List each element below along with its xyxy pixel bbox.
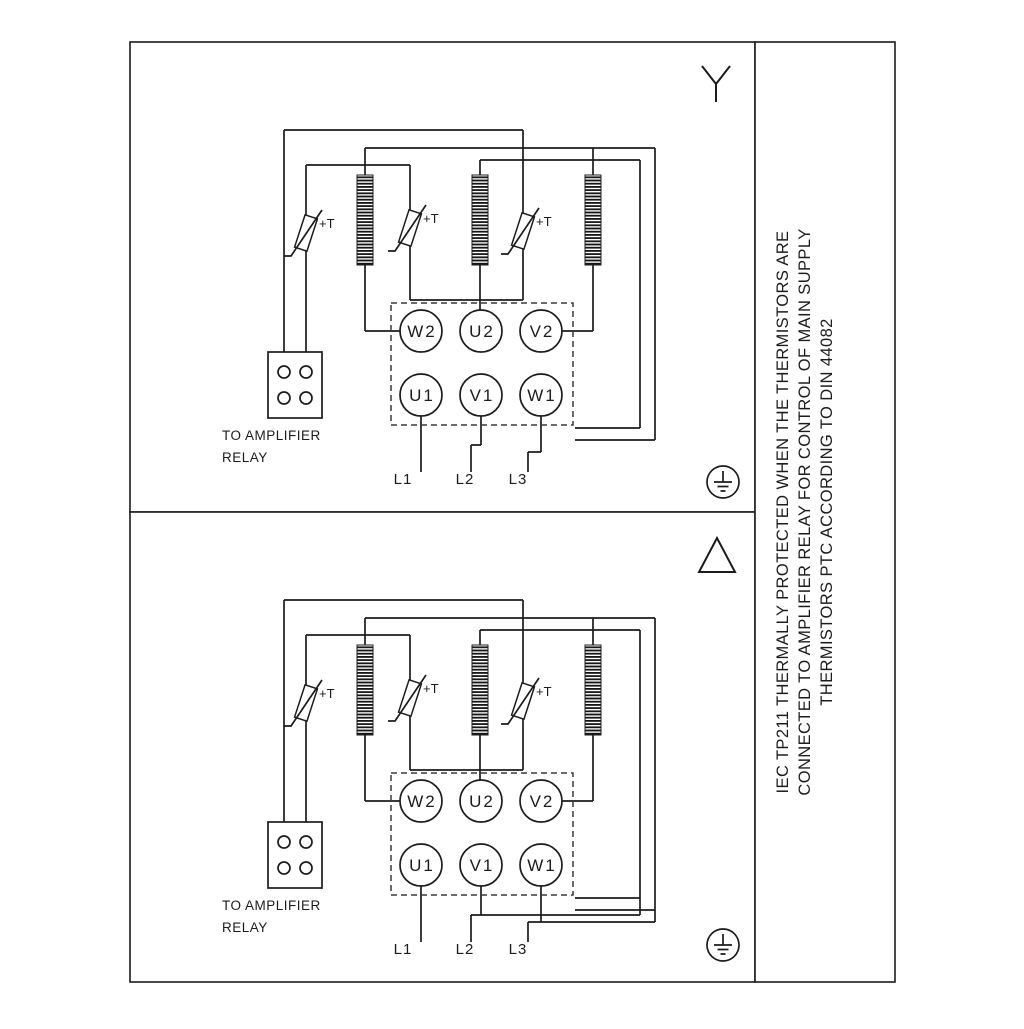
star-connection-icon: [701, 65, 731, 102]
side-note-line2: CONNECTED TO AMPLIFIER RELAY FOR CONTROL…: [796, 228, 814, 795]
side-note-panel: IEC TP211 THERMALLY PROTECTED WHEN THE T…: [754, 41, 896, 983]
side-note-border: [754, 41, 896, 983]
panel-star-connection: [129, 41, 756, 513]
side-note-line3: THERMISTORS PTC ACCORDING TO DIN 44082: [818, 318, 836, 705]
panel-delta-connection: [129, 511, 756, 983]
side-note-line1: IEC TP211 THERMALLY PROTECTED WHEN THE T…: [774, 231, 792, 794]
earth-ground-icon: [706, 465, 740, 499]
delta-link-wires: [481, 898, 656, 923]
delta-connection-icon: [697, 535, 737, 573]
earth-ground-icon: [706, 928, 740, 962]
